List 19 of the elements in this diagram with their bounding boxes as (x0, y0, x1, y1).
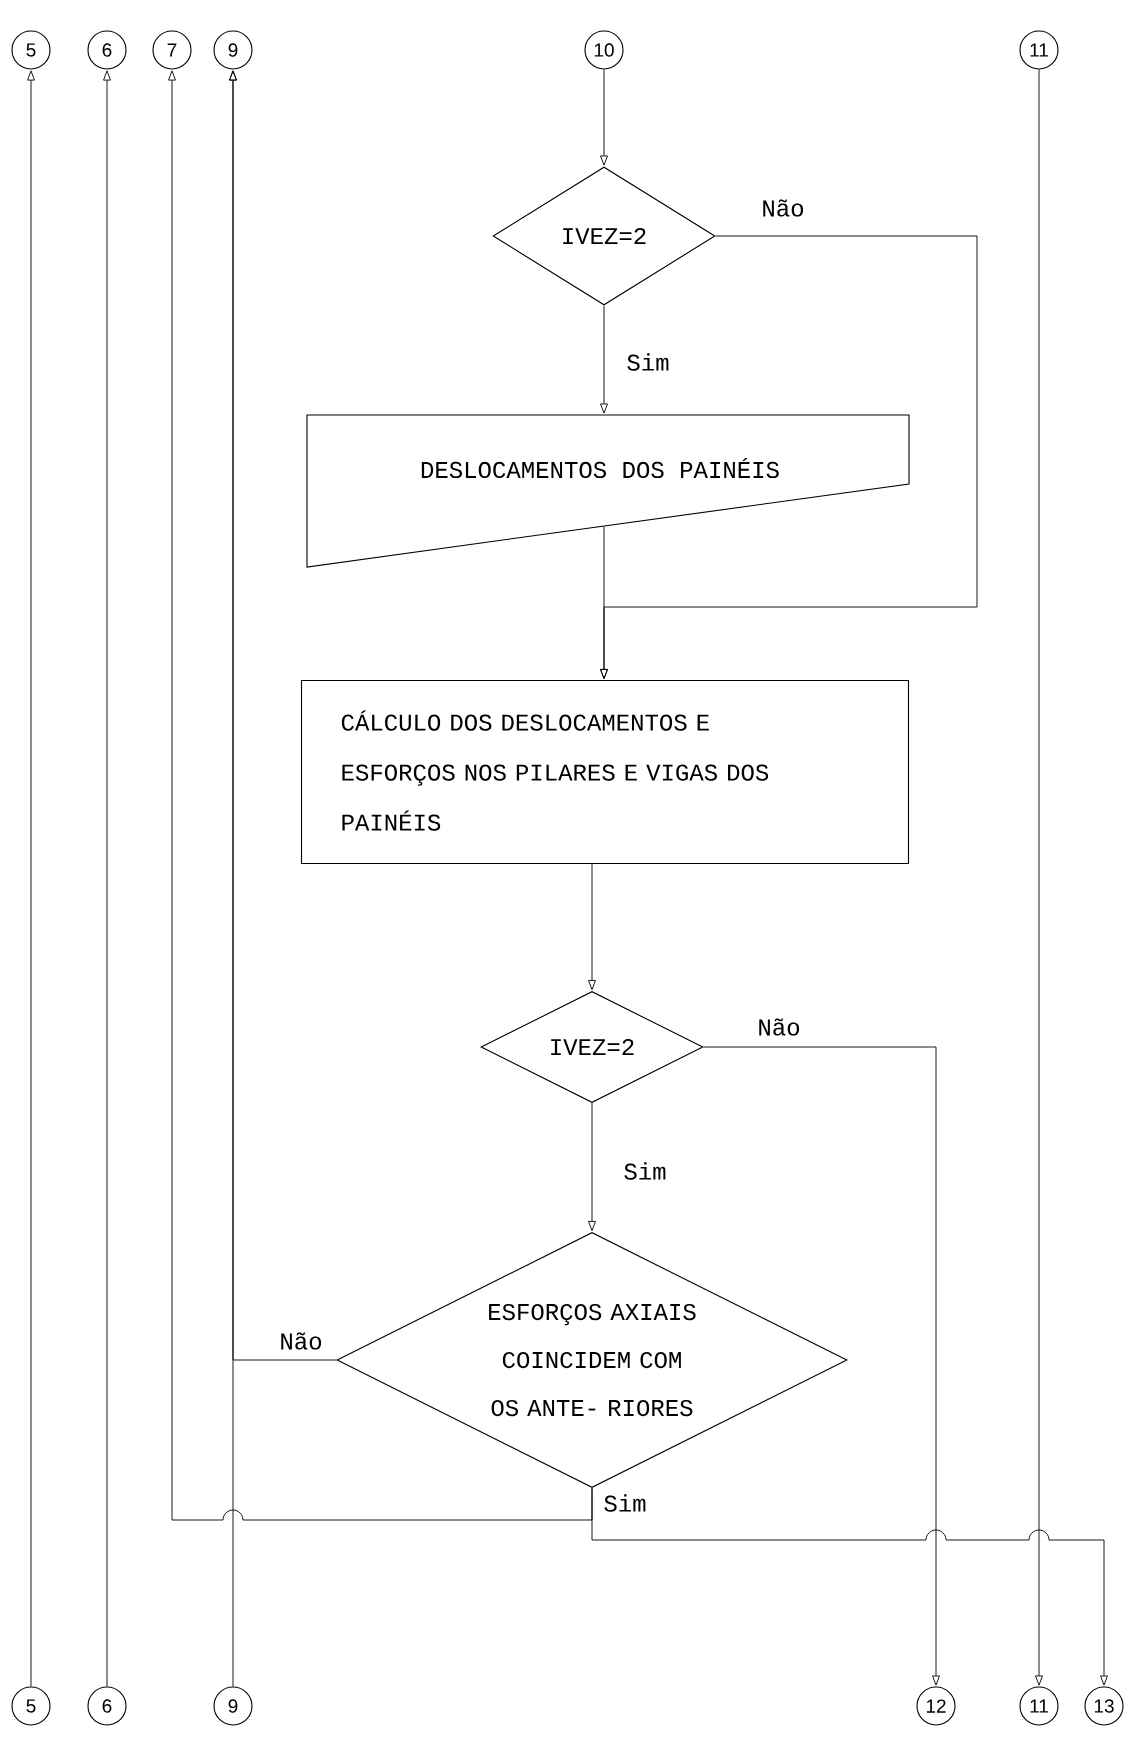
edge-label: Sim (624, 1162, 666, 1180)
arrow (588, 1102, 596, 1232)
edge-label: Sim (627, 353, 669, 371)
edge-label: Não (281, 1332, 322, 1350)
arrow (27, 70, 35, 1687)
edge-label: Não (759, 1018, 800, 1036)
process-box: CÁLCULO DOS DESLOCAMENTOS E ESFORÇOS NOS PILARES E VIGAS DOS PAINÉIS (300, 679, 910, 865)
arrow (591, 1487, 1108, 1686)
edge-label: Não (763, 199, 804, 217)
arrow (1035, 69, 1043, 1686)
arrow (588, 863, 596, 991)
edge-label: Sim (604, 1494, 646, 1512)
arrow (703, 1046, 940, 1686)
arrow (600, 526, 608, 680)
arrow (168, 70, 593, 1521)
arrow (229, 70, 337, 1361)
arrow (600, 305, 608, 414)
arrow (103, 70, 111, 1687)
arrow (600, 69, 608, 166)
